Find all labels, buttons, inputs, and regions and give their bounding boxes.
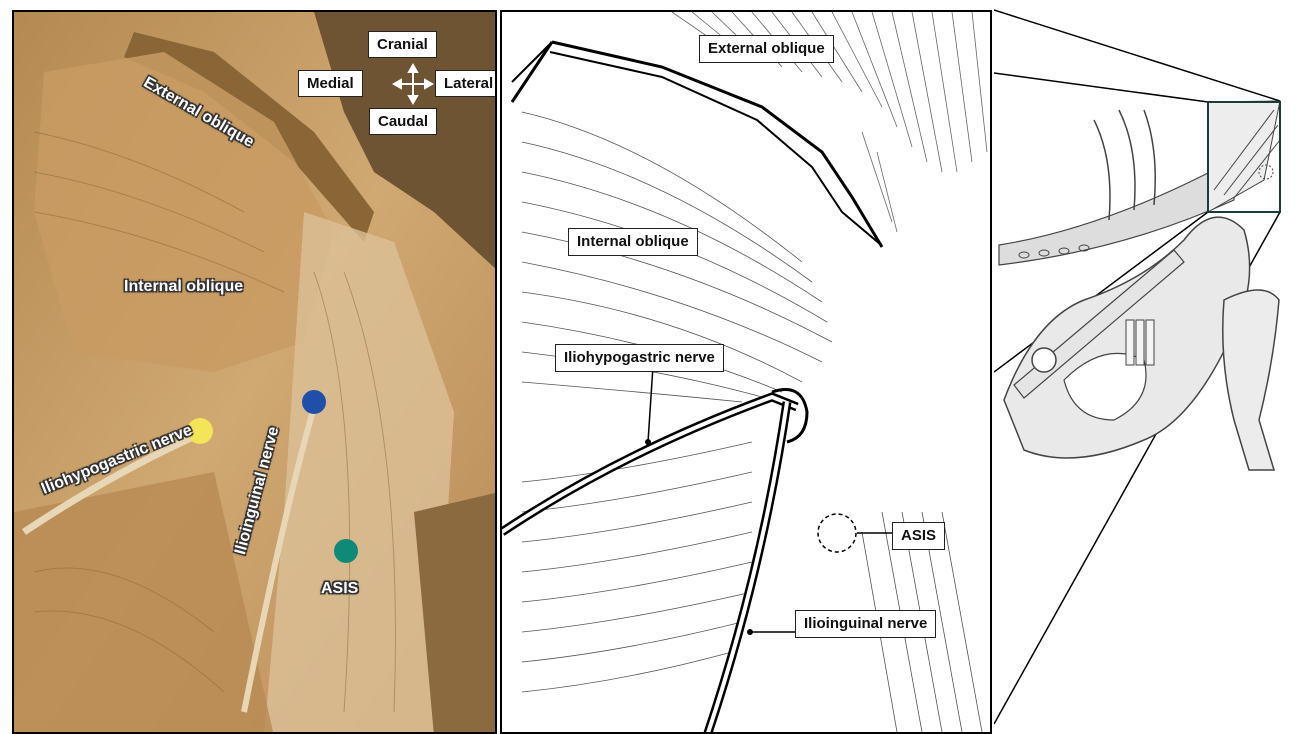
drawing-label-external-oblique: External oblique (699, 35, 834, 63)
orientation-cranial: Cranial (368, 31, 437, 58)
drawing-label-iliohypogastric: Iliohypogastric nerve (555, 344, 724, 372)
photo-label-internal-oblique: Internal oblique (124, 278, 243, 296)
drawing-label-asis: ASIS (892, 522, 945, 550)
asis-marker (818, 514, 856, 552)
orientation-caudal: Caudal (369, 108, 437, 135)
line-drawing-panel: External oblique Internal oblique Iliohy… (500, 10, 992, 734)
pelvis-overview-panel (994, 0, 1296, 734)
pelvis-overview-illustration (994, 0, 1296, 734)
teal-pin (334, 539, 358, 563)
orientation-medial: Medial (298, 70, 363, 97)
blue-pin (302, 390, 326, 414)
drawing-label-internal-oblique: Internal oblique (568, 228, 698, 256)
dissection-photo-panel: External oblique Internal oblique Iliohy… (12, 10, 497, 734)
orientation-lateral: Lateral (435, 70, 497, 97)
photo-label-asis: ASIS (321, 580, 358, 598)
drawing-label-ilioinguinal: Ilioinguinal nerve (795, 610, 936, 638)
